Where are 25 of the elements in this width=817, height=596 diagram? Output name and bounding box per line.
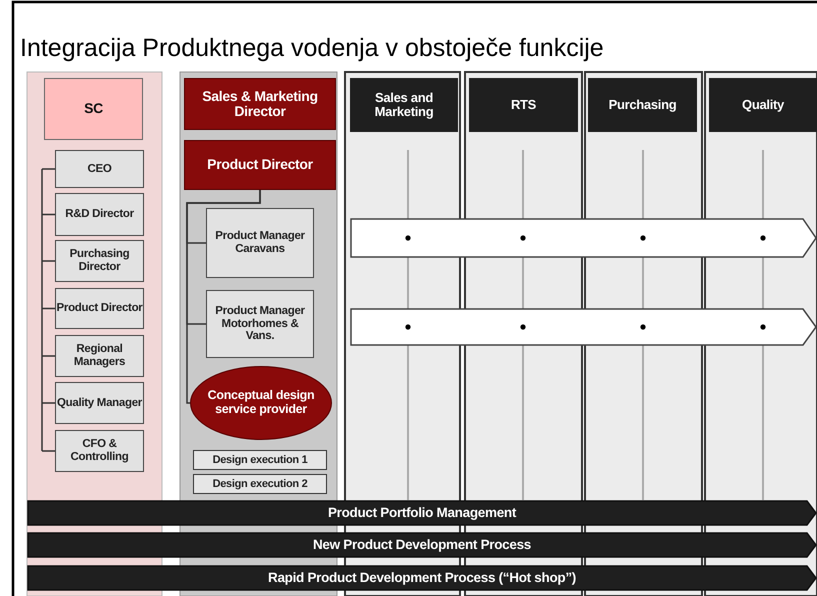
- director-box: Product Director: [184, 140, 336, 190]
- connector-line: [186, 190, 261, 404]
- task-box: Design execution 1: [193, 450, 327, 470]
- role-box: Regional Managers: [55, 335, 144, 377]
- role-box: CEO: [55, 150, 144, 188]
- role-box: R&D Director: [55, 193, 144, 236]
- function-header: RTS: [469, 78, 578, 132]
- role-box: Product Manager Motorhomes & Vans.: [206, 290, 314, 358]
- role-box: Quality Manager: [55, 382, 144, 424]
- process-band: [350, 308, 817, 346]
- function-header: Sales and Marketing: [350, 78, 458, 132]
- director-box: Sales & Marketing Director: [184, 78, 336, 130]
- task-box: Design execution 2: [193, 474, 327, 494]
- group-box: SC: [44, 78, 143, 140]
- process-banner: Rapid Product Development Process (“Hot shop”): [27, 565, 817, 591]
- role-box: Product Director: [55, 288, 144, 329]
- process-banner: New Product Development Process: [27, 532, 817, 558]
- function-header: Quality: [709, 78, 817, 132]
- function-header: Purchasing: [588, 78, 697, 132]
- diagram-title: Integracija Produktnega vodenja v obstoječe funkcije: [20, 34, 604, 63]
- role-box: CFO & Controlling: [55, 430, 144, 472]
- process-band: [350, 218, 817, 258]
- role-box: Purchasing Director: [55, 240, 144, 282]
- process-banner: Product Portfolio Management: [27, 500, 817, 526]
- role-box: Product Manager Caravans: [206, 208, 314, 278]
